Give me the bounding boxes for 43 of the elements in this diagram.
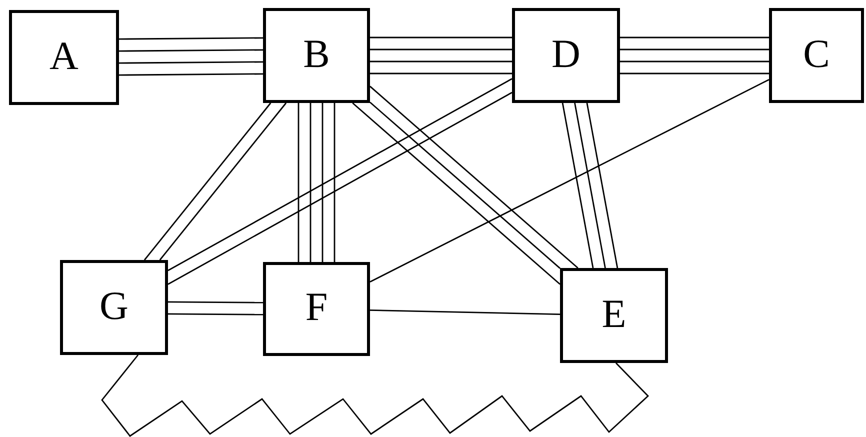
connector-line [168,301,263,304]
connector-line [119,61,263,64]
connector-line [119,73,263,76]
node-box [769,8,864,103]
node-box [9,10,119,105]
connector-line [144,102,272,260]
connector-line [574,102,606,268]
connector-line [168,313,263,316]
node-box [512,8,620,103]
connector-line [370,309,560,316]
node-label: C [803,34,830,74]
node-label: E [602,294,626,334]
connector-line [352,102,560,285]
connector-line [370,36,512,38]
connector-line [101,354,649,437]
connector-line [370,86,578,269]
connector-line [620,48,769,50]
node-box [263,8,370,103]
node-box [560,268,668,363]
node-box [60,260,168,355]
connector-line [298,103,300,262]
connector-line [322,103,324,262]
node-label: B [303,34,330,74]
connector-line [370,48,512,50]
node-label: G [100,286,128,326]
connector-line [370,72,512,74]
connector-line [370,60,512,62]
node-label: A [50,36,78,76]
connector-line [370,102,560,269]
connector-line [620,60,769,62]
node-label: F [305,287,328,327]
connector-line [334,103,336,262]
connector-line [370,78,770,282]
connector-line [159,102,287,260]
connector-line [119,49,263,52]
connector-line [310,103,312,262]
connector-line [620,36,769,38]
connector-line [562,102,594,268]
node-box [263,262,370,356]
connector-line [119,37,263,40]
node-label: D [552,34,580,74]
connector-line [620,72,769,74]
connector-line [586,102,618,268]
